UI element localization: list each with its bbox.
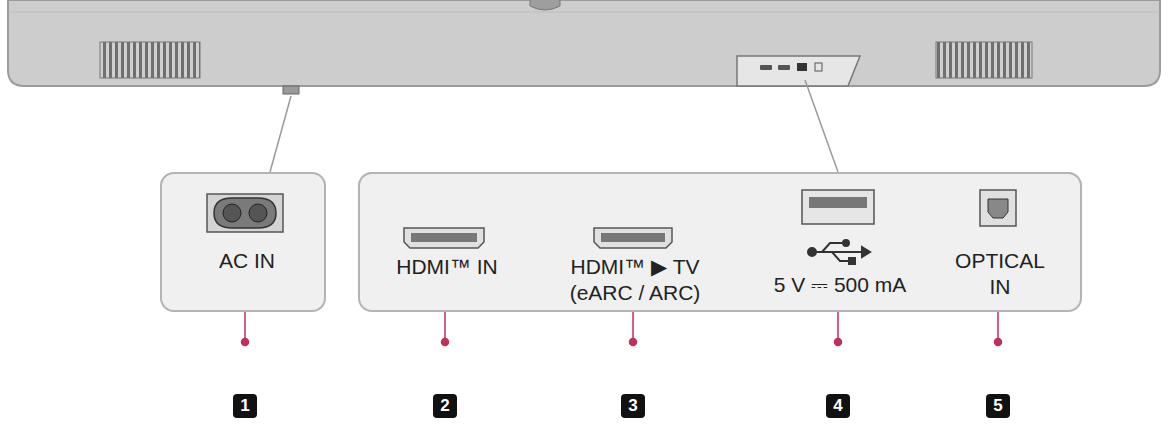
leader-line [805, 80, 838, 172]
power-socket [283, 86, 299, 94]
port [815, 63, 822, 71]
connector-panel: AC IN [160, 172, 326, 312]
callout-number: 5 [986, 394, 1010, 418]
soundbar-body [8, 0, 1160, 86]
port-recess [737, 56, 860, 86]
hdmi-port-icon [594, 228, 672, 248]
callout-number: 3 [621, 394, 645, 418]
callout-number: 1 [233, 394, 257, 418]
optical-port-icon [980, 190, 1016, 226]
panel-fill [358, 172, 1082, 312]
body-edge [10, 12, 1158, 13]
port-label: AC IN [172, 248, 322, 274]
callout-number: 2 [433, 394, 457, 418]
port-label: HDMI™ ▶ TV (eARC / ARC) [565, 254, 705, 306]
port [760, 65, 772, 70]
hdmi-port-icon [404, 228, 484, 248]
ac-socket-icon [207, 194, 283, 232]
port-label: OPTICAL IN [945, 248, 1055, 300]
usb-port-icon [802, 190, 874, 224]
callout-number: 4 [826, 394, 850, 418]
usb-symbol [808, 240, 870, 264]
connector-panel: HDMI™ IN HDMI™ ▶ TV (eARC / ARC) 5 V ⎓ 500… [358, 172, 1082, 312]
speaker-grille [936, 42, 1032, 78]
port-label: HDMI™ IN [372, 254, 522, 280]
top-button [530, 0, 560, 10]
port [797, 63, 807, 71]
leader-line [270, 96, 291, 172]
port-label: 5 V ⎓ 500 mA [760, 272, 920, 298]
port [778, 65, 790, 70]
panel-fill [160, 172, 326, 312]
speaker-grille [100, 42, 200, 78]
callout-leader [242, 312, 1002, 346]
